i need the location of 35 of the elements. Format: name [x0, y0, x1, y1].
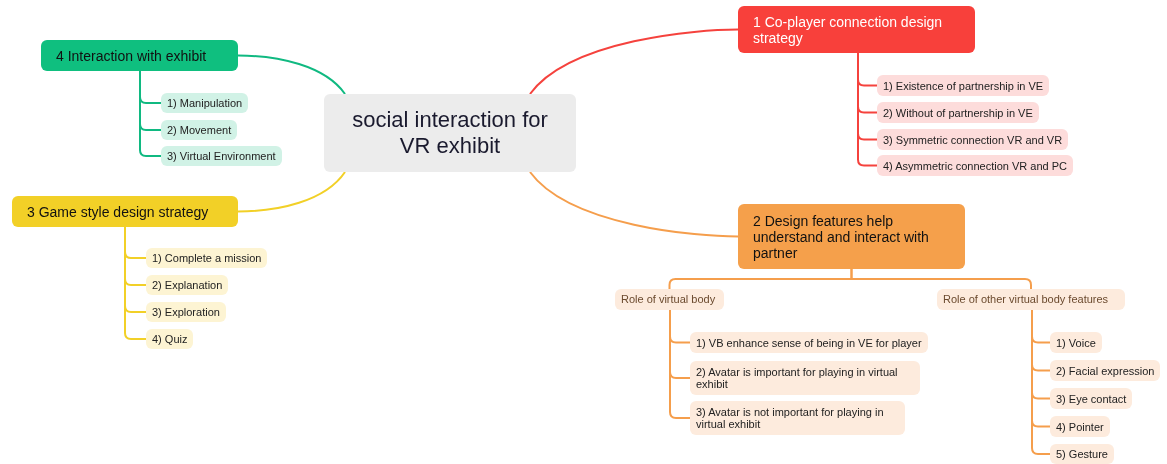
subtopic-box: 4) Asymmetric connection VR and PC — [877, 155, 1074, 176]
subtopic-box: 2) Explanation — [146, 275, 229, 295]
connector-line — [237, 54, 346, 95]
subtopic-box: 5) Gesture — [1050, 444, 1114, 464]
connector-line — [669, 309, 691, 419]
central-topic: social interaction for VR exhibit — [324, 94, 576, 172]
subtopic-box: 3) Symmetric connection VR and VR — [877, 129, 1069, 150]
subtopic-box: 4) Quiz — [146, 329, 194, 349]
subtopic-box: 3) Virtual Environment — [161, 146, 282, 166]
subtopic-box: 2) Without of partnership in VE — [877, 102, 1039, 123]
subtopic-box: 2) Movement — [161, 120, 238, 140]
topic-box: 3 Game style design strategy — [12, 196, 238, 227]
connector-line — [237, 171, 346, 213]
subtopic-box: 1) Complete a mission — [146, 248, 268, 268]
subtopic-box: 1) Manipulation — [161, 93, 249, 113]
subtopic-box: Role of virtual body — [615, 289, 724, 310]
topic-box: 2 Design features help understand and interact with partner — [738, 204, 965, 269]
subtopic-box: 3) Exploration — [146, 302, 226, 322]
subtopic-box: 2) Avatar is important for playing in virtual exhibit — [690, 361, 920, 395]
subtopic-box: 4) Pointer — [1050, 416, 1110, 437]
topic-box: 1 Co-player connection design strategy — [738, 6, 975, 53]
subtopic-box: 1) VB enhance sense of being in VE for player — [690, 332, 928, 353]
subtopic-box: 1) Existence of partnership in VE — [877, 75, 1050, 96]
connector-line — [139, 70, 162, 157]
subtopic-box: 1) Voice — [1050, 332, 1102, 353]
connector-line — [529, 28, 739, 95]
connector-line — [529, 171, 739, 238]
subtopic-box: Role of other virtual body features — [937, 289, 1125, 310]
subtopic-box: 3) Eye contact — [1050, 388, 1133, 409]
topic-box: 4 Interaction with exhibit — [41, 40, 238, 71]
subtopic-box: 2) Facial expression — [1050, 360, 1161, 381]
subtopic-box: 3) Avatar is not important for playing in virtual exhibit — [690, 401, 905, 435]
connector-line — [857, 52, 878, 167]
connector-line — [124, 226, 147, 340]
connector-line — [850, 268, 1032, 290]
